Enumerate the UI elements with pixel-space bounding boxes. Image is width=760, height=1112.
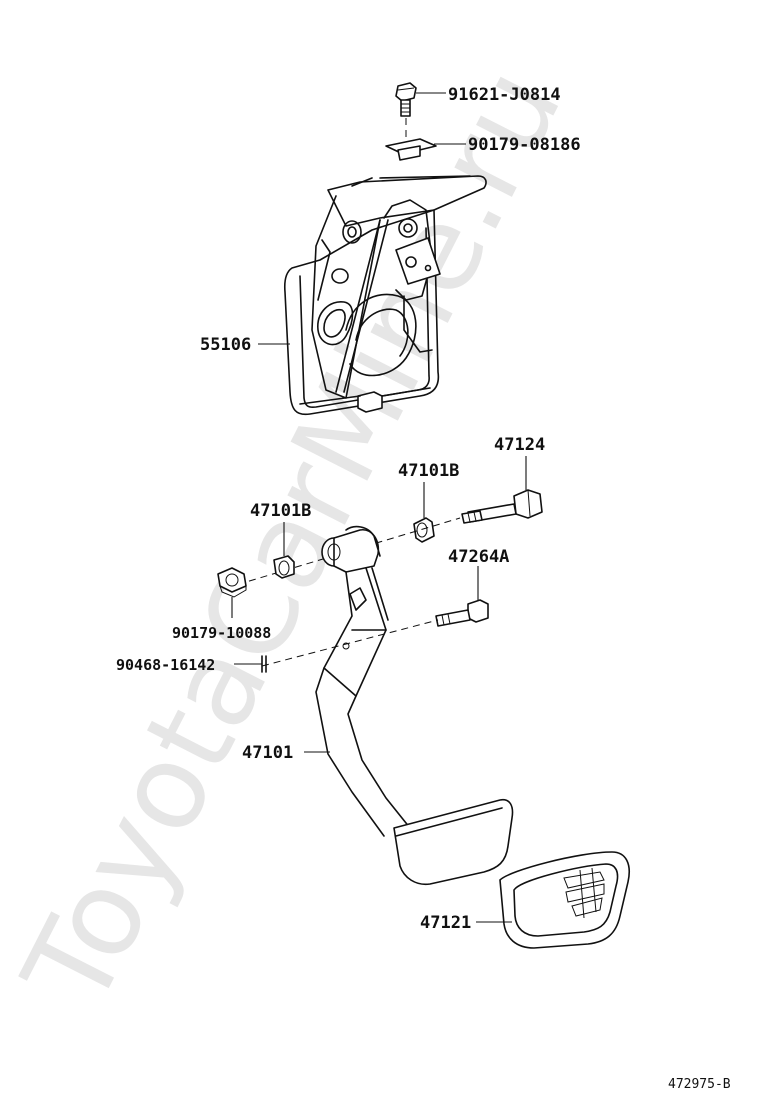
pedal-pad-cover-icon — [499, 851, 630, 949]
label-47101B-left: 47101B — [250, 501, 311, 521]
label-47264A: 47264A — [448, 547, 509, 567]
label-90468-16142: 90468-16142 — [116, 656, 215, 674]
label-47101B-right: 47101B — [398, 461, 459, 481]
label-55106: 55106 — [200, 335, 251, 355]
top-bolt-icon — [395, 82, 417, 117]
brake-pedal-arm-icon — [315, 525, 514, 886]
label-90179-08186: 90179-08186 — [468, 135, 581, 155]
label-47121: 47121 — [420, 913, 471, 933]
label-47101: 47101 — [242, 743, 293, 763]
top-flange-nut-icon — [385, 138, 437, 161]
label-47124: 47124 — [494, 435, 545, 455]
stopper-bolt-icon — [435, 599, 489, 627]
pedal-bracket-icon — [283, 175, 487, 416]
left-bushing-icon — [273, 555, 295, 579]
label-91621-J0814: 91621-J0814 — [448, 85, 561, 105]
pivot-bolt-icon — [461, 489, 543, 524]
label-90179-10088: 90179-10088 — [172, 624, 271, 642]
right-bushing-icon — [413, 517, 435, 543]
drawing-reference-code: 472975-B — [668, 1077, 731, 1092]
left-flange-nut-icon — [217, 567, 247, 598]
